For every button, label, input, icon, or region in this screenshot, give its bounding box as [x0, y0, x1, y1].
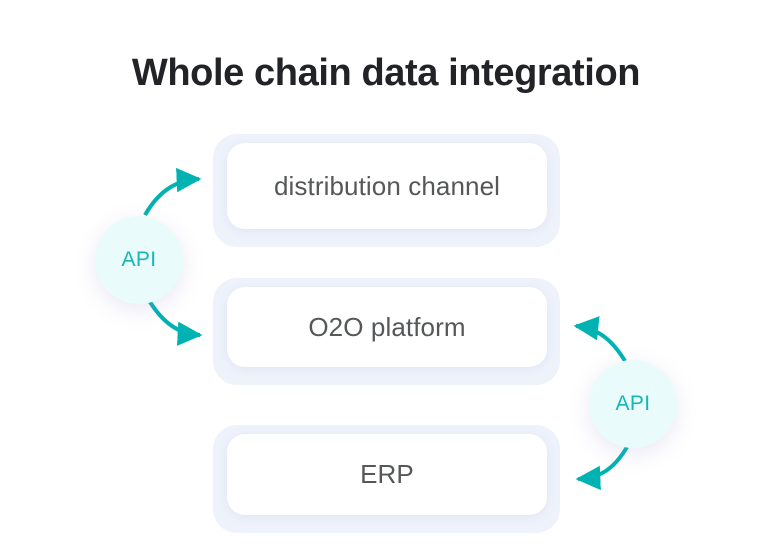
node-label: distribution channel — [273, 170, 501, 201]
node-label: O2O platform — [308, 311, 466, 342]
connector-api-right-to-erp — [575, 445, 629, 491]
api-node-label: API — [615, 392, 651, 415]
node-card-distribution-channel[interactable]: distribution channel — [213, 134, 560, 247]
connector-api-left-to-o2o-platform — [148, 300, 203, 346]
card-face: distribution channel — [227, 143, 547, 229]
connector-api-left-to-distribution-channel — [143, 167, 202, 217]
api-node-label: API — [121, 248, 157, 271]
card-face: O2O platform — [227, 287, 547, 367]
node-card-o2o-platform[interactable]: O2O platform — [213, 278, 560, 385]
card-face: ERP — [227, 434, 547, 515]
connector-api-right-to-o2o-platform — [573, 316, 627, 363]
node-label: ERP — [360, 459, 414, 489]
api-node-right[interactable]: API — [589, 360, 677, 448]
node-card-erp[interactable]: ERP — [213, 425, 560, 533]
api-node-left[interactable]: API — [95, 216, 183, 304]
page-title: Whole chain data integration — [131, 52, 641, 94]
